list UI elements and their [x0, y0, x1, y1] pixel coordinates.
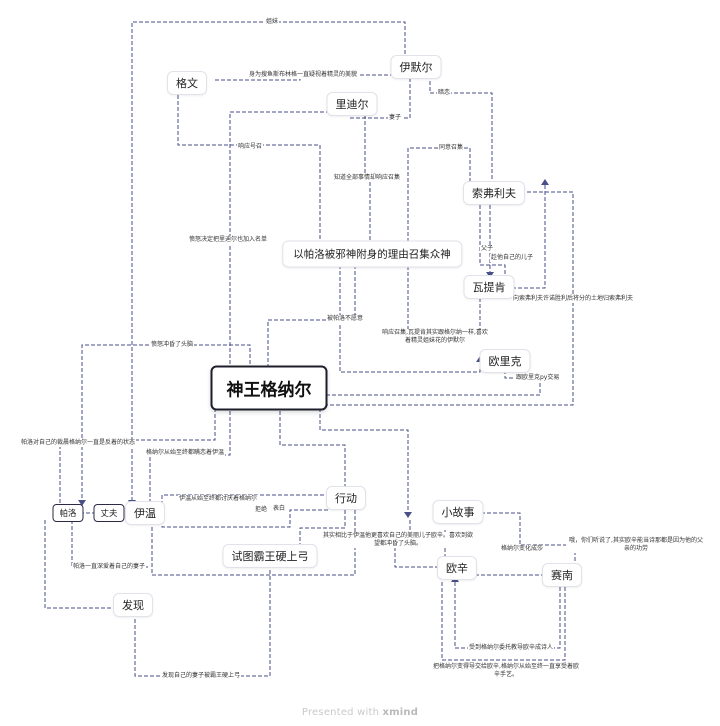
edge-shitu-faxian	[134, 570, 271, 677]
footer-brand[interactable]: xmind	[382, 707, 419, 718]
edge-tongyi	[407, 147, 471, 248]
node-sainan[interactable]: 赛南	[543, 564, 581, 586]
label-zhidao: 知道全部事情却响应召集	[333, 174, 402, 182]
node-olike[interactable]: 欧里克	[480, 350, 530, 372]
edge-paluo-status	[59, 390, 216, 513]
node-imir[interactable]: 伊默尔	[391, 56, 441, 78]
label-xiangying-hao: 响应号召	[237, 143, 264, 151]
edge-lidier-summon	[364, 115, 371, 245]
edge-center-lidier	[229, 111, 335, 370]
label-olike-deal: 跟欧里克py交易	[515, 374, 561, 382]
label-sister: 姐妹	[265, 18, 280, 26]
label-anlian: 暗恋	[437, 89, 452, 97]
edge-father-son-2	[479, 205, 506, 280]
label-shengmu: 趁他自己的儿子	[490, 254, 535, 262]
footer: Presented with xmind	[0, 707, 720, 718]
node-waticken[interactable]: 瓦提肯	[464, 276, 514, 298]
label-biaobai: 表白	[272, 505, 287, 513]
label-paluo-deep: 帕洛一直深爱着自己的妻子	[72, 563, 147, 571]
edge-xingdong-shitu	[299, 510, 346, 555]
label-qishi: 其实相比于伊温他更喜欢自己的美丽儿子欧辛。喜欢到欲望都冲昏了头脑。	[322, 532, 474, 548]
label-ah-text: 哦，你们听说了,其实欧辛能当诗那都是因为他的父亲的功劳	[566, 537, 706, 553]
edge-olike-deal	[289, 370, 541, 396]
label-fennu-lidier: 愤怒决定把里迪尔也加入名单	[188, 236, 269, 244]
node-yiwen[interactable]: 伊温	[126, 502, 164, 524]
node-shitu[interactable]: 试图霸王硬上弓	[223, 545, 317, 567]
node-center[interactable]: 神王格纳尔	[210, 365, 328, 411]
node-ouxin[interactable]: 欧辛	[438, 557, 476, 579]
edge-paluo-faxian	[44, 520, 120, 609]
label-wife: 妻子	[388, 114, 403, 122]
label-yiwen-love: 伊温从始至终都讨厌着格纳尔	[178, 495, 259, 503]
label-paluo-status: 帕洛对自己的裁晨格纳尔一直是反着的状态	[20, 439, 137, 447]
edge-promise	[512, 185, 546, 289]
edge-anlian	[429, 75, 493, 185]
node-paluo[interactable]: 帕洛	[52, 504, 84, 522]
node-zhangfu[interactable]: 丈夫	[93, 504, 125, 522]
label-jujue: 拒绝	[254, 506, 269, 514]
label-ouxin-sainan: 受到格纳尔委托教导欧辛成诗人	[468, 644, 555, 652]
edge-jujue	[161, 509, 330, 528]
label-genaer-start: 格纳尔从始至终都瞒恋着伊温	[145, 449, 226, 457]
node-xiaogushi[interactable]: 小故事	[433, 501, 483, 523]
node-gewen[interactable]: 格文	[168, 72, 206, 94]
footer-presented: Presented with	[301, 707, 380, 718]
edge-gewen-xiangying	[177, 95, 321, 248]
node-lidier[interactable]: 里迪尔	[327, 93, 377, 115]
label-imir-desc: 身为搜鱼斯布林格一直疑视着精灵的美貌	[248, 71, 359, 79]
label-waticken-resp: 响应召集,瓦提肯其实跟格尔纳一样,喜欢着精灵姐妹花的伊默尔	[380, 329, 490, 345]
label-father-son: 父子	[480, 245, 495, 253]
label-tongyi: 同意召集	[438, 144, 465, 152]
node-faxian[interactable]: 发现	[114, 594, 152, 616]
label-beizhao: 被帕洛不愿意	[326, 315, 365, 323]
node-summon[interactable]: 以帕洛被邪神附身的理由召集众神	[283, 241, 461, 267]
edge-yiwen-xingdong	[161, 494, 330, 505]
node-xingdong[interactable]: 行动	[327, 487, 365, 509]
edge-bottom	[441, 582, 566, 661]
label-bottom: 把格纳尔变得导交给欧辛,格纳尔从始至终一直享受着欧辛手艺。	[430, 663, 582, 679]
edge-lidier-wife	[349, 75, 411, 119]
edge-summon-olike	[339, 265, 481, 373]
label-found-wife: 发现自己的妻子被霸王硬上弓	[161, 672, 242, 680]
edge-ouxin-sainan-teach	[454, 582, 561, 649]
label-sofrifu-req: 向索弗利夫许诺胜利后将分的土地归索弗利夫	[512, 295, 635, 303]
edge-center-xingdong	[279, 405, 346, 490]
node-sofrifu[interactable]: 索弗利夫	[464, 182, 524, 204]
edge-paluo-deep	[71, 520, 148, 568]
edge-summon-center	[267, 265, 356, 370]
edge-xiaogushi-sainan	[475, 512, 576, 575]
label-genaer-change: 格纳尔变化成莎	[500, 545, 545, 553]
label-fennu-chong: 愤怒冲昏了头脑	[150, 341, 195, 349]
